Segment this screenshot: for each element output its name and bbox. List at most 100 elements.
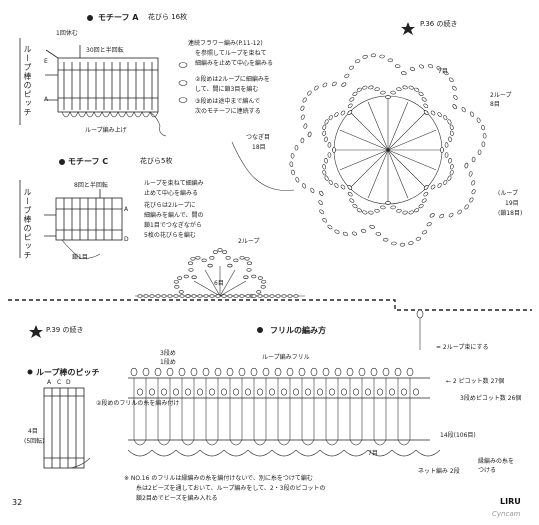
net-chain — [229, 439, 243, 446]
chain-stitch — [281, 294, 287, 298]
motif-c-step-3: 花びらは2ループに — [144, 202, 196, 209]
chain-stitch — [191, 294, 197, 298]
scallop — [271, 449, 297, 457]
motif-c-row-a: A — [124, 206, 129, 213]
lower-left-page-ref: P.39 の続き — [46, 326, 84, 334]
chain-stitch — [221, 294, 227, 298]
motif-c-step-1: ループを束ねて細編み — [144, 180, 204, 187]
chain-stitch — [421, 97, 427, 102]
chain-stitch — [334, 229, 340, 234]
chain-stitch — [447, 175, 452, 181]
motif-c-step-5: 鎖1目でつなぎながら — [144, 222, 202, 229]
flower-center — [386, 148, 390, 152]
chain-stitch — [222, 250, 228, 254]
chain-stitch — [310, 187, 315, 193]
chain-stitch — [385, 95, 391, 99]
chain-stitch — [423, 103, 429, 109]
chain-stitch — [428, 64, 434, 69]
chain-stitch — [322, 170, 327, 176]
motif-a-joining-note: ループ編み上げ — [85, 127, 127, 134]
lower-left-vertical-note: 4目 — [28, 428, 38, 435]
picot — [281, 388, 287, 396]
frill-note-7: つける — [478, 467, 497, 474]
scallop — [151, 449, 177, 457]
motif-a-title: モチーフ A — [98, 13, 139, 22]
chain-stitch — [444, 142, 449, 148]
chain-stitch — [414, 208, 420, 213]
motif-a-step-3: 細編みを止めて中心を編みる — [195, 60, 274, 67]
picot — [413, 388, 419, 396]
chain-stitch — [395, 64, 401, 68]
motif-c-loom — [19, 180, 123, 259]
flower-spoke — [387, 149, 409, 199]
page-number: 32 — [12, 498, 23, 507]
chain-stitch — [368, 85, 374, 90]
chain-stitch — [300, 105, 305, 111]
frill-note-4: 14段(106目) — [440, 432, 476, 439]
picot — [166, 367, 174, 377]
motif-c-vertical-label: ループ棒のピッチ — [23, 188, 32, 260]
chain-stitch — [319, 209, 324, 215]
chain-stitch — [408, 85, 414, 90]
net-chain — [205, 439, 219, 446]
frill-steps-note-2: 1段め — [160, 359, 176, 366]
chain-stitch — [374, 208, 380, 213]
chain-stitch — [476, 117, 481, 123]
picot — [250, 367, 258, 377]
frill-chart — [127, 309, 441, 457]
chain-stitch — [344, 73, 350, 78]
section-divider — [8, 299, 532, 311]
big-flower-label-8: 8目 — [490, 101, 500, 108]
chain-stitch — [324, 158, 328, 164]
picot — [341, 388, 347, 396]
chain-stitch — [201, 258, 207, 263]
net-chain — [373, 439, 387, 446]
picot — [185, 388, 191, 396]
chain-stitch — [302, 97, 307, 103]
flower-spoke — [339, 129, 389, 151]
big-flower-loop-count: (ループ — [498, 190, 518, 197]
chain-stitch — [227, 294, 233, 298]
lower-left-side-note: (5回転) — [24, 438, 45, 445]
chain-stitch — [452, 104, 457, 110]
motif-a-step-1: 連続フラワー編み(P.11-12) — [188, 40, 263, 47]
flower-spoke — [339, 149, 389, 171]
motif-a-step-4: ②段めは2ループに細編みを — [195, 76, 270, 83]
flower-spoke — [351, 149, 389, 187]
fan-spoke — [193, 280, 221, 297]
chain-stitch — [322, 217, 328, 223]
chain-stitch — [327, 142, 332, 148]
chain-stitch — [362, 55, 368, 59]
scallop — [319, 449, 345, 457]
chain-stitch — [167, 294, 173, 298]
chain-stitch — [246, 268, 252, 272]
chain-stitch — [354, 59, 361, 64]
picot — [305, 388, 311, 396]
chain-stitch — [385, 201, 391, 205]
scallop — [343, 449, 369, 457]
chain-stitch — [375, 232, 381, 236]
chain-stitch — [318, 200, 323, 206]
chain-stitch — [449, 170, 454, 176]
chain-stitch — [423, 185, 429, 190]
chain-stitch — [209, 256, 215, 260]
chain-stitch — [379, 54, 385, 59]
scallop — [223, 449, 249, 457]
chain-stitch — [352, 204, 358, 209]
chain-stitch — [440, 147, 444, 153]
motif-a-step-7: 次のモチーフに連続する — [195, 108, 261, 115]
chain-stitch — [347, 110, 353, 115]
chain-stitch — [429, 213, 435, 218]
chain-stitch — [314, 85, 319, 91]
chain-stitch — [275, 294, 281, 298]
chain-stitch — [436, 66, 442, 71]
picot — [401, 388, 407, 396]
chain-stitch — [418, 204, 424, 209]
flower-spoke — [387, 101, 409, 151]
chain-stitch — [334, 112, 339, 118]
motif-c-petal-count: 花びら5枚 — [140, 157, 173, 165]
chain-stitch — [290, 153, 295, 159]
chain-stitch — [380, 205, 386, 210]
picot — [370, 367, 378, 377]
chain-stitch — [390, 90, 396, 95]
